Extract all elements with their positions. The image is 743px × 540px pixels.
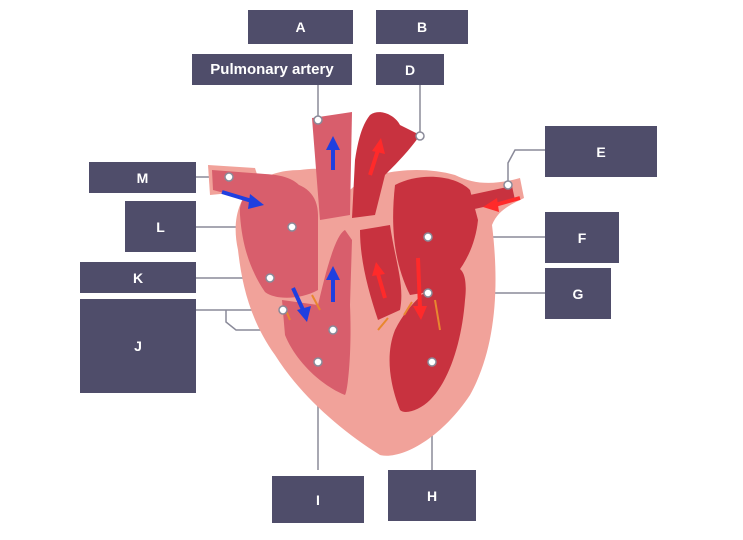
tricuspid-valve-right: [311, 294, 321, 311]
label-a: A: [248, 10, 353, 44]
leader-e: [507, 149, 545, 185]
arrow-aorta: [368, 149, 380, 176]
dot-g: [423, 288, 433, 298]
label-d: D: [376, 54, 444, 85]
mitral-valve-left: [377, 317, 389, 331]
arrow-atrium-down: [291, 287, 306, 313]
label-b: B: [376, 10, 468, 44]
dot-d: [415, 131, 425, 141]
aorta: [352, 112, 420, 218]
label-i: I: [272, 476, 364, 523]
valves: [284, 294, 441, 331]
arrowhead-atrium: [297, 306, 311, 322]
arrowhead-left-up: [372, 262, 385, 276]
label-e: E: [545, 126, 657, 177]
dot-pulmonary: [313, 115, 323, 125]
dot-k: [265, 273, 275, 283]
arrowhead-aorta: [372, 138, 385, 154]
pointer-dots: [224, 115, 513, 367]
dot-j1: [278, 305, 288, 315]
label-h: H: [388, 470, 476, 521]
label-l: L: [125, 201, 196, 252]
arrow-left-up: [376, 273, 387, 299]
dot-m: [224, 172, 234, 182]
label-k: K: [80, 262, 196, 293]
label-f: F: [545, 212, 619, 263]
left-atrium: [393, 176, 478, 295]
arrowhead-pulmonary-vein: [483, 198, 499, 212]
arrowhead-pulmonary: [326, 136, 340, 150]
dot-l: [287, 222, 297, 232]
left-ventricle: [389, 267, 466, 412]
right-atrium: [239, 182, 318, 298]
arrowhead-left-down: [413, 306, 427, 320]
dot-h: [427, 357, 437, 367]
label-m: M: [89, 162, 196, 193]
label-j: J: [80, 299, 196, 393]
oxygenated-arrows: [368, 138, 521, 320]
pulmonary-vein: [470, 186, 515, 210]
label-pulmonary-artery: Pulmonary artery: [192, 54, 352, 85]
dot-j2: [328, 325, 338, 335]
dot-e: [503, 180, 513, 190]
arrow-left-down: [416, 257, 422, 309]
mitral-valve-right: [403, 301, 413, 316]
arrowhead-vena-cava: [248, 194, 264, 209]
arrowhead-ventricle: [326, 266, 340, 280]
dot-i: [313, 357, 323, 367]
label-g: G: [545, 268, 611, 319]
deoxygenated-arrows: [221, 136, 340, 322]
dot-f: [423, 232, 433, 242]
chordae-tendineae: [434, 299, 441, 331]
arrow-pulmonary-vein: [494, 196, 521, 207]
